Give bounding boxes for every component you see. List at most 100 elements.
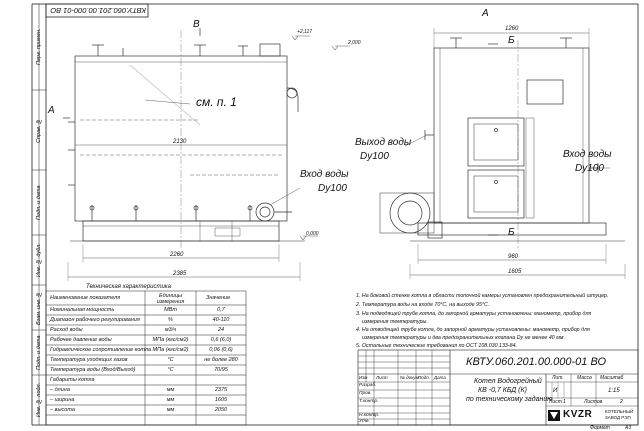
side-view [379,28,626,279]
side-inlet-label: Вход воды [563,149,612,160]
side-dim-top: 1260 [505,26,519,32]
spec-row-name: Расход воды [50,327,83,333]
spec-row-value: не более 280 [204,357,238,363]
title-name-line3: по техническому заданию [466,396,553,403]
spec-row-name: Температура уходящих газов [50,357,128,363]
section-label-b-top: Б [508,35,515,46]
section-label-a-front: А [48,105,55,116]
side-tab-sign-date-1: Подп. и дата [36,185,42,220]
spec-row-unit: мм [166,407,175,413]
front-dim-base: 2260 [170,252,184,258]
spec-row-value: 2050 [214,407,228,413]
spec-header-unit: Единицы измерения [156,293,185,306]
spec-row-value: 1605 [214,397,228,403]
spec-row-value: 0,7 [217,307,225,313]
side-outlet-label: Выход воды [355,137,412,148]
spec-row-value: 40-110 [212,317,230,323]
spec-row-value: 2375 [214,387,228,393]
spec-row-unit: МПа (кгс/см2) [152,347,189,353]
front-dim-inner: 2130 [173,139,187,145]
tb-col-list: Лист [376,375,388,380]
spec-row-unit: °С [167,357,174,363]
tb-role-norm-control: Н.контр. [359,413,380,418]
spec-row-name: Номинальная мощность [50,307,115,313]
tb-sheet-value: 1 [563,399,566,405]
section-label-v: В [193,19,200,30]
spec-row-unit: МВт [164,307,177,313]
spec-row-unit: МПа (кгс/см2) [152,337,189,343]
spec-row-name: – ширина [50,397,75,403]
note-reference: см. п. 1 [196,95,237,109]
tb-sheets-label: Листов [584,399,603,405]
spec-row-name: Температура воды (Вход/Выход) [50,367,136,373]
spec-row-unit: мм [166,387,175,393]
tb-mass-label: Масса [577,375,592,381]
title-name-line2: КВ -0,7 КБД (К) [478,387,527,394]
note-line: 2. Температура воды на входе 70°С, на вы… [356,302,490,308]
level-top-text: +2,117 [297,29,313,35]
tb-col-date: Дата [434,375,446,380]
company-logo-mark [548,410,560,421]
title-block-grid [357,349,639,426]
spec-row-unit: °С [167,367,174,373]
tb-col-izm: Изм [359,375,368,380]
tb-lit-label: Лит. [552,375,564,381]
spec-row-name: – длина [50,387,70,393]
note-line: измерения температуры и два предохраните… [362,335,565,341]
note-line: 5. Остальные технические требования по О… [356,343,517,349]
tb-col-doc: № докум. [400,375,420,380]
side-tab-orig-inv: Инв. № подл. [36,382,42,418]
spec-row-value: 0,06 (0,6) [209,347,233,353]
tb-sheets-value: 2 [620,399,623,405]
side-tab-replace-inv: Взам. инв. № [36,290,42,325]
tb-role-checker: Пров. [359,391,372,396]
sheet-frame [45,3,639,426]
tb-scale-value: 1:15 [608,388,620,394]
front-inlet-label: Вход воды [300,169,349,180]
title-name-line1: Котел Водогрейный [474,378,542,385]
note-line: измерения температуры. [362,319,428,325]
side-tab-sign-date-2: Подп. и дата [36,335,42,370]
title-block-code: КВТУ.060.201.00.000-01 ВО [466,356,607,368]
format-label: Формат [590,425,610,431]
spec-row-unit: мм [166,397,175,403]
side-inlet-dn: Dу100 [575,163,604,174]
top-stamp-code: КВТУ.060.201.00.000-01 ВО [50,6,146,15]
spec-row-unit: м3/ч [164,327,177,333]
level-zero-text: 0,000 [306,231,319,237]
note-line: 4. На отводящей трубе котла, до запорной… [356,327,590,333]
side-tab-dup-inv: Инв. № дубл. [36,243,42,277]
side-tab-ref-no: Справ. № [36,117,42,143]
tb-role-tech-control: Т.контр. [359,399,379,404]
tb-scale-label: Масштаб [600,375,624,381]
side-tab-first-use: Перв. примен. [36,28,42,66]
side-outlet-dn: Dу100 [360,151,389,162]
spec-row-name: Гидравлическое сопротивление котла [50,347,152,353]
spec-row-name: Габариты котла [50,377,95,383]
spec-row-name: Рабочее давление воды [50,337,112,343]
front-view [63,28,350,281]
tb-col-sign: Подп. [418,375,430,380]
spec-table-title: Техническая характеристика [86,284,171,290]
spec-header-name: Наименование показателя [50,295,121,301]
tb-lit-value: И [553,388,558,394]
level-chimney-text: 2,000 [348,40,361,46]
company-logo-text: KVZR [563,409,593,420]
top-stamp-box [45,3,149,18]
front-inlet-dn: Dу100 [318,183,347,194]
spec-row-value: 24 [217,327,225,333]
spec-row-name: Диапазон рабочего регулирования [50,317,140,323]
side-dim-total: 1605 [508,269,522,275]
section-label-a-side: А [482,8,489,19]
company-name-2: ЗАВОД РЭП [605,415,631,420]
tb-sheet-label: Лист [549,399,562,405]
spec-row-value: 0,6 (6,0) [210,337,232,343]
tb-role-approver: Утв. [359,419,370,424]
note-line: 3. На подводящей трубе котла, до запорно… [356,311,592,317]
spec-row-unit: % [168,317,173,323]
company-name-1: КОТЕЛЬНЫЙ [605,409,634,414]
spec-table-grid [45,290,247,426]
format-value: А3 [625,425,632,431]
